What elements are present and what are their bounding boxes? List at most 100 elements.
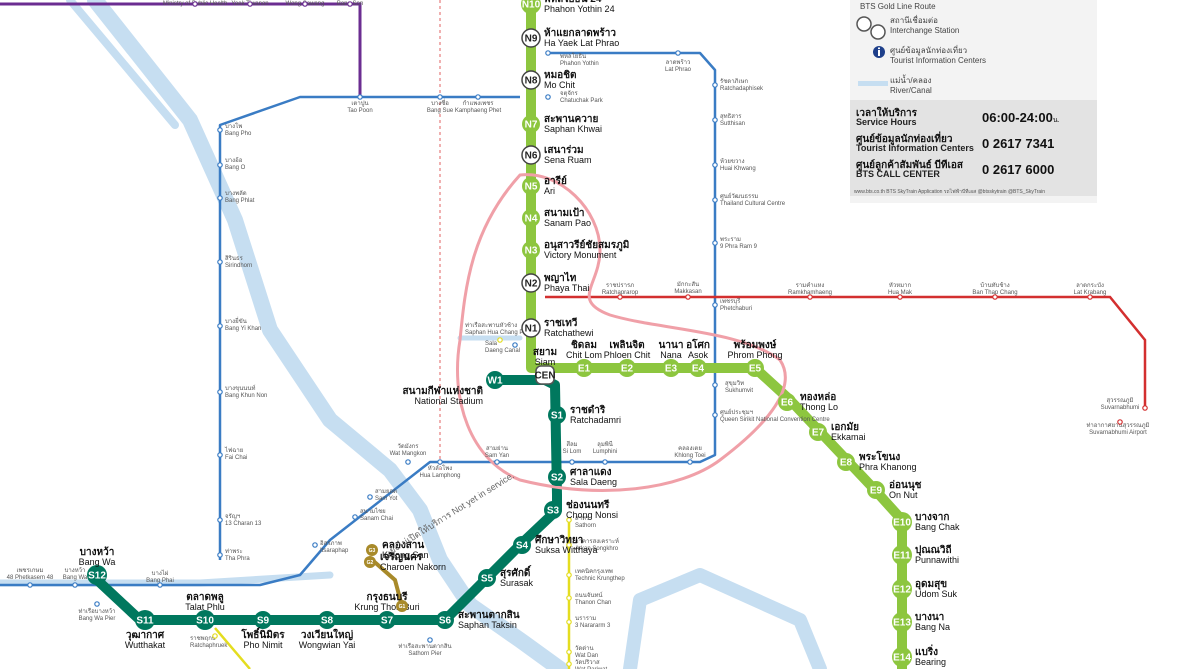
minor-station-label[interactable]: รามคำแหง bbox=[796, 282, 825, 289]
minor-station-label[interactable]: ศูนย์วัฒนธรรม bbox=[720, 192, 758, 200]
minor-station-label[interactable]: ถนนจันทน์ bbox=[575, 591, 603, 599]
minor-station-label[interactable]: วัดมังกร bbox=[397, 443, 419, 450]
minor-station-label[interactable]: เพชรบุรี bbox=[720, 297, 741, 305]
minor-station-label[interactable]: ท่าพระ bbox=[225, 548, 243, 555]
minor-station-label[interactable]: ลาดกระบัง bbox=[1076, 282, 1104, 289]
minor-station-label[interactable]: พระราม bbox=[720, 236, 741, 243]
minor-station-label[interactable]: บางไผ่ bbox=[152, 569, 169, 577]
minor-station-label[interactable]: ท่าเรือสะพานหัวช้าง bbox=[465, 321, 517, 329]
minor-station-label[interactable]: อาคารสงเคราะห์ bbox=[575, 537, 619, 545]
minor-station-label[interactable]: ท่าอากาศยานสุวรรณภูมิ bbox=[1086, 422, 1149, 429]
minor-station-label[interactable]: นราราม bbox=[575, 615, 596, 622]
sukhumvit-station-n10[interactable]: N10พหลโยธิน 24Phahon Yothin 24 bbox=[521, 0, 615, 14]
minor-station-label[interactable]: ลุมพินี bbox=[597, 440, 613, 448]
minor-station-label[interactable]: ท่าเรือบางหว้า bbox=[78, 607, 115, 615]
minor-station-label[interactable]: บางยี่ขัน bbox=[225, 317, 247, 325]
minor-station-dot bbox=[217, 127, 223, 133]
minor-station-label[interactable]: ท่าเรือสะพานตากสิน bbox=[398, 642, 451, 650]
minor-station-dot bbox=[367, 494, 373, 500]
minor-station-label[interactable]: บางหว้า bbox=[65, 567, 86, 574]
minor-station-label[interactable]: วัดด่าน bbox=[575, 645, 594, 652]
minor-station-label[interactable]: สามยอด bbox=[375, 488, 397, 495]
minor-station-label[interactable]: บางซื่อ bbox=[431, 99, 449, 107]
minor-station-label[interactable]: เพชรเกษม bbox=[17, 567, 44, 574]
minor-station-label[interactable]: บางโพ bbox=[225, 122, 242, 130]
minor-station-label[interactable]: บางพลัด bbox=[225, 190, 247, 197]
station-code: N9 bbox=[525, 34, 538, 45]
minor-station-label[interactable]: ห้วยขวาง bbox=[720, 158, 745, 165]
minor-station-label[interactable]: ศูนย์ประชุมฯ bbox=[720, 408, 753, 416]
minor-station-label[interactable]: บ้านทับช้าง bbox=[980, 282, 1009, 289]
minor-station-label[interactable]: รัชดาภิเษก bbox=[720, 78, 749, 85]
minor-station-label[interactable]: บางอ้อ bbox=[225, 157, 243, 164]
minor-station-label[interactable]: ราชพฤกษ์ bbox=[190, 634, 216, 642]
minor-station-label[interactable]: ราชปรารภ bbox=[606, 282, 634, 289]
minor-station-label[interactable]: อิสรภาพ bbox=[320, 540, 342, 547]
minor-station-label[interactable]: เทคนิคกรุงเทพ bbox=[575, 568, 613, 575]
minor-station-label[interactable]: Sala bbox=[485, 341, 498, 347]
station-name-th: ชิดลม bbox=[571, 339, 597, 351]
minor-station-label[interactable]: สิรินธร bbox=[225, 255, 244, 262]
minor-station-label[interactable]: พหลโยธิน bbox=[560, 52, 586, 60]
minor-station-label[interactable]: สุทธิสาร bbox=[720, 113, 742, 120]
minor-station-label[interactable]: หัวหมาก bbox=[889, 282, 912, 289]
gold-station-g1[interactable]: G1 bbox=[396, 600, 408, 612]
minor-station-label[interactable]: สุขุมวิท bbox=[725, 380, 744, 387]
minor-station-label[interactable]: จตุจักร bbox=[560, 90, 579, 97]
minor-station-label[interactable]: บางขุนนนท์ bbox=[225, 384, 256, 392]
minor-station-label[interactable]: สามย่าน bbox=[486, 445, 508, 452]
minor-station-label[interactable]: สีลม bbox=[566, 440, 578, 448]
minor-station-label[interactable]: สุวรรณภูมิ bbox=[1107, 397, 1134, 404]
minor-station-label[interactable]: เตาปูน bbox=[351, 100, 368, 107]
minor-station-label[interactable]: ไฟฉาย bbox=[224, 446, 243, 454]
minor-station-label[interactable]: สาทร bbox=[575, 515, 590, 522]
minor-station-label[interactable]: กำแพงเพชร bbox=[462, 100, 494, 107]
minor-station-label[interactable]: วัดปริวาส bbox=[575, 659, 600, 666]
minor-station-label[interactable]: สนามไชย bbox=[360, 507, 386, 515]
minor-station-label[interactable]: ลาดพร้าว bbox=[666, 59, 691, 66]
minor-station-label[interactable]: มักกะสัน bbox=[677, 281, 699, 288]
minor-station-label[interactable]: คลองเตย bbox=[678, 446, 702, 452]
minor-station-label[interactable]: จรัญฯ bbox=[225, 513, 240, 520]
minor-station-label[interactable]: หัวลำโพง bbox=[428, 464, 453, 472]
